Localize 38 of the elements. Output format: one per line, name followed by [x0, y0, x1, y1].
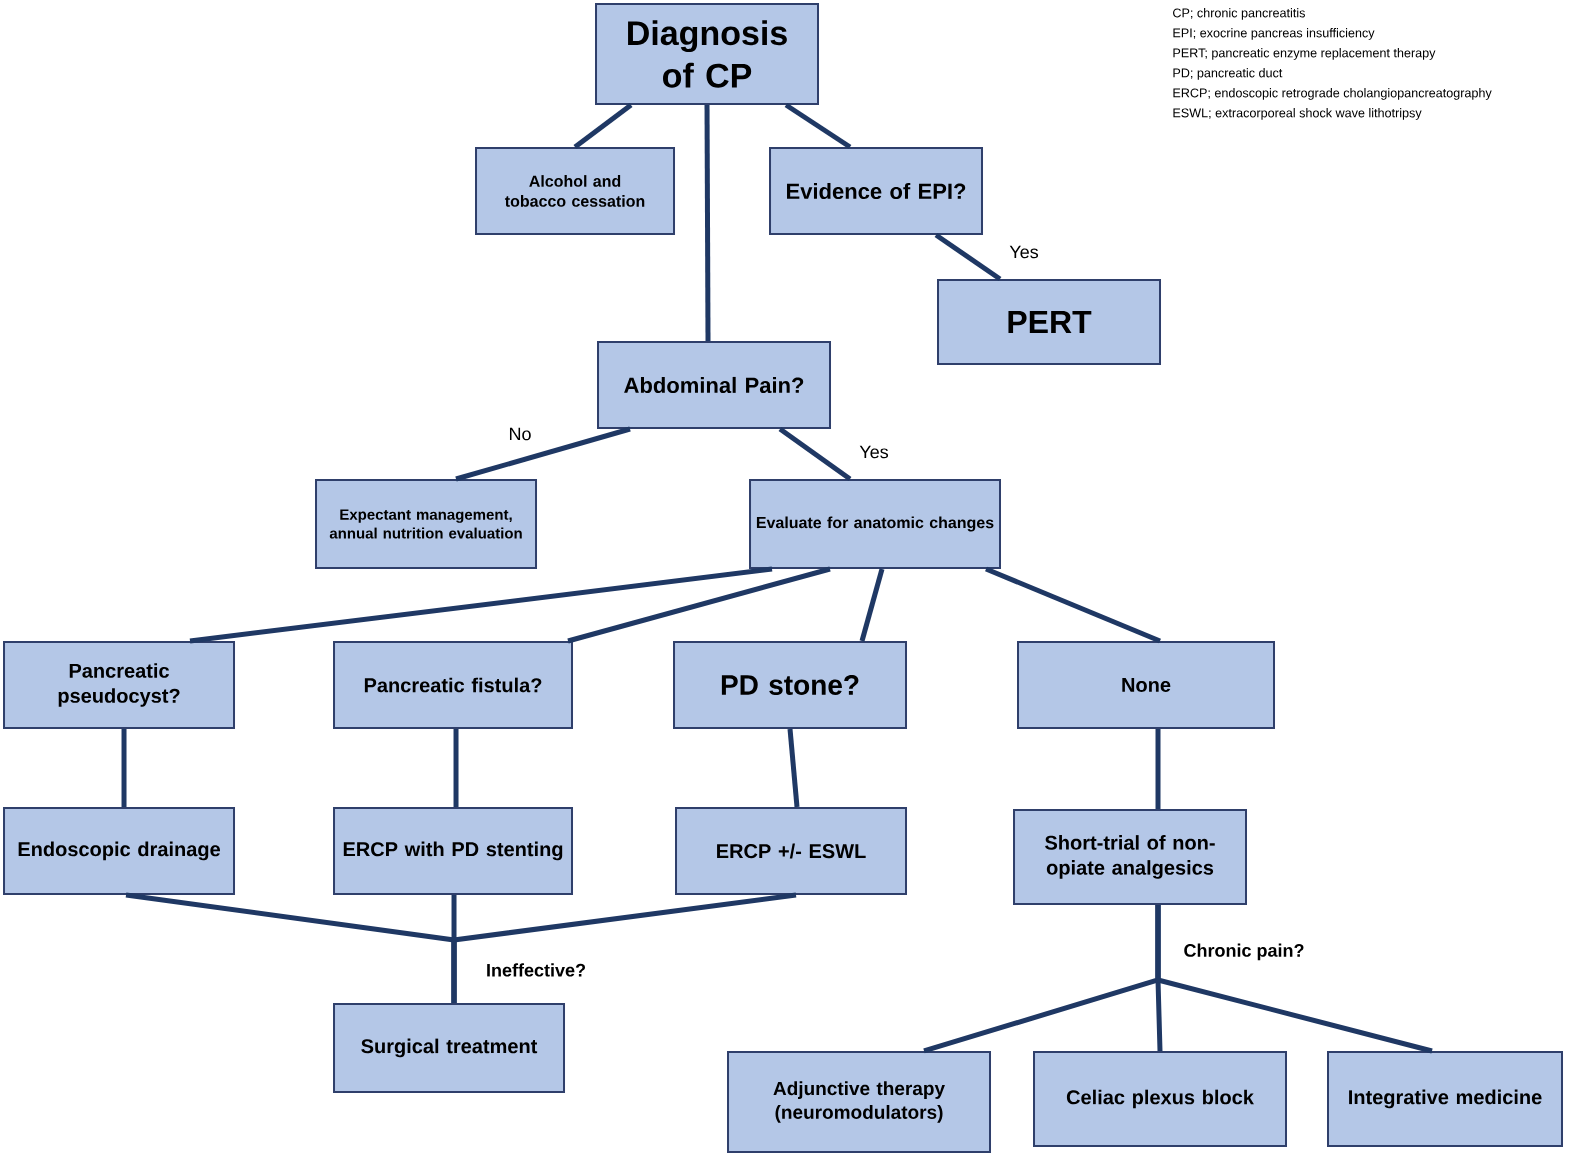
flowchart-box: PD stone? [673, 641, 907, 729]
connector-line [455, 426, 631, 482]
flowchart-box: Diagnosis of CP [595, 3, 819, 105]
flowchart-box: Evidence of EPI? [769, 147, 983, 235]
flowchart-box: Surgical treatment [333, 1003, 565, 1093]
flowchart-box: Short-trial of non-opiate analgesics [1013, 809, 1247, 905]
edge-label: Chronic pain? [1184, 943, 1304, 961]
flowchart-box: None [1017, 641, 1275, 729]
edge-label: Yes [859, 445, 889, 459]
connector-line [859, 568, 885, 642]
connector-line [787, 728, 800, 808]
flowchart-box: Endoscopic drainage [3, 807, 235, 895]
flowchart-box: Abdominal Pain? [597, 341, 831, 429]
connector-line [778, 426, 852, 482]
edge-label: Ineffective? [487, 963, 585, 977]
flowchart-box: Adjunctive therapy (neuromodulators) [727, 1051, 991, 1153]
edge-label: Yes [1009, 245, 1039, 259]
connector-line [121, 729, 127, 807]
flowchart-box: Alcohol and tobacco cessation [475, 147, 675, 235]
connector-line [567, 566, 831, 644]
edge-label: No [510, 427, 531, 441]
connector-line [1155, 905, 1433, 1054]
flowchart-box: PERT [937, 279, 1161, 365]
connector-line [189, 566, 773, 644]
connector-line [985, 566, 1161, 644]
connector-line [1155, 729, 1161, 809]
connector-line [453, 729, 459, 807]
flowchart-box: Pancreatic pseudocyst? [3, 641, 235, 729]
connector-line [934, 232, 1002, 282]
connector-line [573, 103, 633, 149]
connector-line [784, 102, 852, 150]
flowchart-box: Evaluate for anatomic changes [749, 479, 1001, 569]
flowchart-box: Pancreatic fistula? [333, 641, 573, 729]
flowchart-box: Celiac plexus block [1033, 1051, 1287, 1147]
connector-line [704, 104, 711, 341]
flowchart-box: ERCP +/- ESWL [675, 807, 907, 895]
flowchart-box: ERCP with PD stenting [333, 807, 573, 895]
flowchart-box: Integrative medicine [1327, 1051, 1563, 1147]
